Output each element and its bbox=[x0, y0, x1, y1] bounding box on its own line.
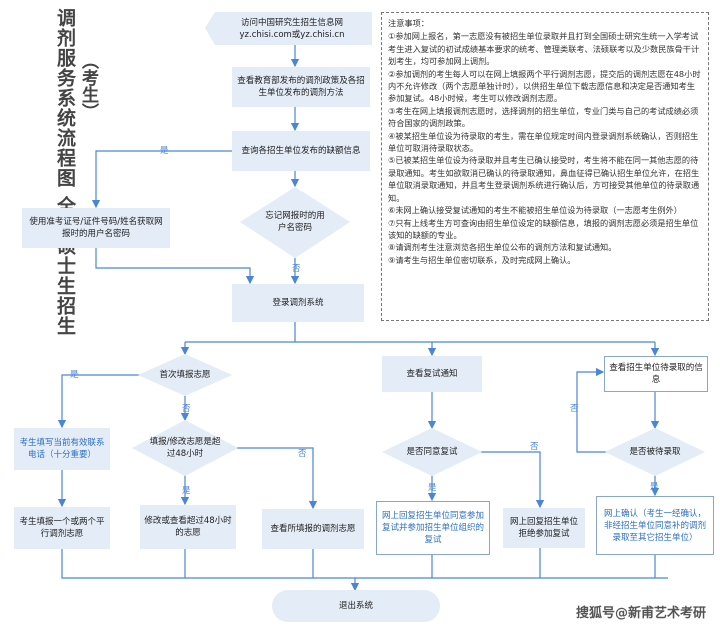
agree-retest-label: 是否同意复试 bbox=[406, 447, 458, 457]
query-vacancy-node: 查询各招生单位发布的缺额信息 bbox=[232, 131, 370, 171]
note-item: ④被某招生单位设为待录取的考生，需在单位规定时间内登录调剂系统确认，否则招生单位… bbox=[388, 130, 699, 154]
website-node: 访问中国研究生招生信息网 yz.chisi.com或yz.chisi.cn bbox=[212, 12, 372, 45]
edge-over-yes: 是 bbox=[182, 486, 191, 496]
reply-refuse-node: 网上回复招生单位拒绝参加复试 bbox=[503, 508, 585, 548]
is-pending-diamond bbox=[605, 428, 705, 476]
view-policy-node: 查看教育部发布的调剂政策及各招生单位发布的调剂方法 bbox=[232, 67, 370, 107]
edge-first-no: 否 bbox=[182, 404, 191, 414]
view-filled-node: 查看所填报的调剂志愿 bbox=[262, 509, 364, 549]
first-fill-label: 首次填报志愿 bbox=[159, 370, 211, 380]
forgot-pwd-label: 忘记网报时的用户名密码 bbox=[265, 211, 325, 233]
flowchart-title: 调剂服务系统流程图 全国硕士生招生 bbox=[54, 8, 76, 336]
login-node: 登录调剂系统 bbox=[232, 284, 364, 322]
view-pending-node: 查看招生单位待录取的信息 bbox=[604, 356, 708, 392]
edge-forgot-no: 否 bbox=[292, 264, 301, 274]
edge-pending-yes: 是 bbox=[650, 482, 659, 492]
view-retest-node: 查看复试通知 bbox=[382, 356, 482, 392]
edge-over-no: 否 bbox=[298, 449, 307, 459]
website-line1: 访问中国研究生招生信息网 bbox=[240, 17, 343, 28]
note-item: ⑦只有上线考生方可查询由招生单位设定的缺额信息，填报的调剂志愿必须是招生单位该知… bbox=[388, 217, 699, 240]
notes-title: 注意事项： bbox=[388, 18, 429, 28]
website-pentagon bbox=[205, 12, 372, 45]
exit-capsule bbox=[272, 590, 440, 622]
edge-agree-yes: 是 bbox=[428, 483, 437, 493]
note-item: ②参加调剂的考生每人可以在网上填报两个平行调剂志愿，提交后的调剂志愿在48小时内… bbox=[388, 68, 701, 104]
forgot-pwd-diamond bbox=[240, 187, 350, 258]
note-item: ①参加网上报名，第一志愿没有被招生单位录取并且打到全国硕士研究生统一入学考试考生… bbox=[388, 31, 700, 67]
flowchart-subtitle: （考生） bbox=[78, 52, 98, 120]
over-48-diamond bbox=[132, 420, 238, 476]
note-item: ⑤已被某招生单位设为待录取并且考生已确认接受时，考生将不能在同一其他志愿的待录取… bbox=[388, 155, 700, 203]
fill-one-two-node: 考生填报一个或两个平行调剂志愿 bbox=[14, 507, 110, 549]
contact-fill-node: 考生填写当前有效联系电话（十分重要） bbox=[14, 428, 110, 470]
edge-agree-no: 否 bbox=[530, 442, 539, 452]
modify-48-node: 修改或查看超过48小时的志愿 bbox=[140, 505, 236, 549]
edge-pending-no: 否 bbox=[570, 404, 579, 414]
reply-agree-node: 网上回复招生单位同意参加复试并参加招生单位组织的复试 bbox=[376, 501, 490, 555]
note-item: ⑧请调剂考生注意浏览各招生单位公布的调剂方法和复试通知。 bbox=[388, 242, 617, 253]
note-item: ⑨请考生与招生单位密切联系，及时完成网上确认。 bbox=[388, 254, 576, 265]
note-item: ⑥未网上确认接受复试通知的考生不能被招生单位设为待录取（一志愿考生例外） bbox=[388, 205, 682, 216]
get-credentials-node: 使用准考证号/证件号码/姓名获取网报时的用户名密码 bbox=[22, 208, 170, 248]
first-fill-diamond bbox=[138, 354, 232, 396]
edge-first-yes: 是 bbox=[70, 370, 79, 380]
is-pending-label: 是否被待录取 bbox=[629, 447, 681, 457]
exit-label: 退出系统 bbox=[338, 601, 373, 611]
online-confirm-node: 网上确认（考生一经确认，非经招生单位同意补的调剂录取至其它招生单位） bbox=[596, 496, 714, 555]
watermark: 搜狐号@新甫艺术考研 bbox=[575, 606, 706, 621]
website-line2: yz.chisi.com或yz.chisi.cn bbox=[239, 29, 345, 40]
over-48-label: 填报/修改志愿是超过48小时 bbox=[149, 437, 221, 459]
agree-retest-diamond bbox=[382, 428, 482, 476]
edge-query-yes: 是 bbox=[160, 146, 169, 156]
notes-panel: 注意事项： ①参加网上报名，第一志愿没有被招生单位录取并且打到全国硕士研究生统一… bbox=[381, 12, 709, 321]
note-item: ③考生在网上填报调剂志愿时，选择调剂的招生单位，专业门类与自己的考试成绩必须符合… bbox=[388, 105, 699, 129]
